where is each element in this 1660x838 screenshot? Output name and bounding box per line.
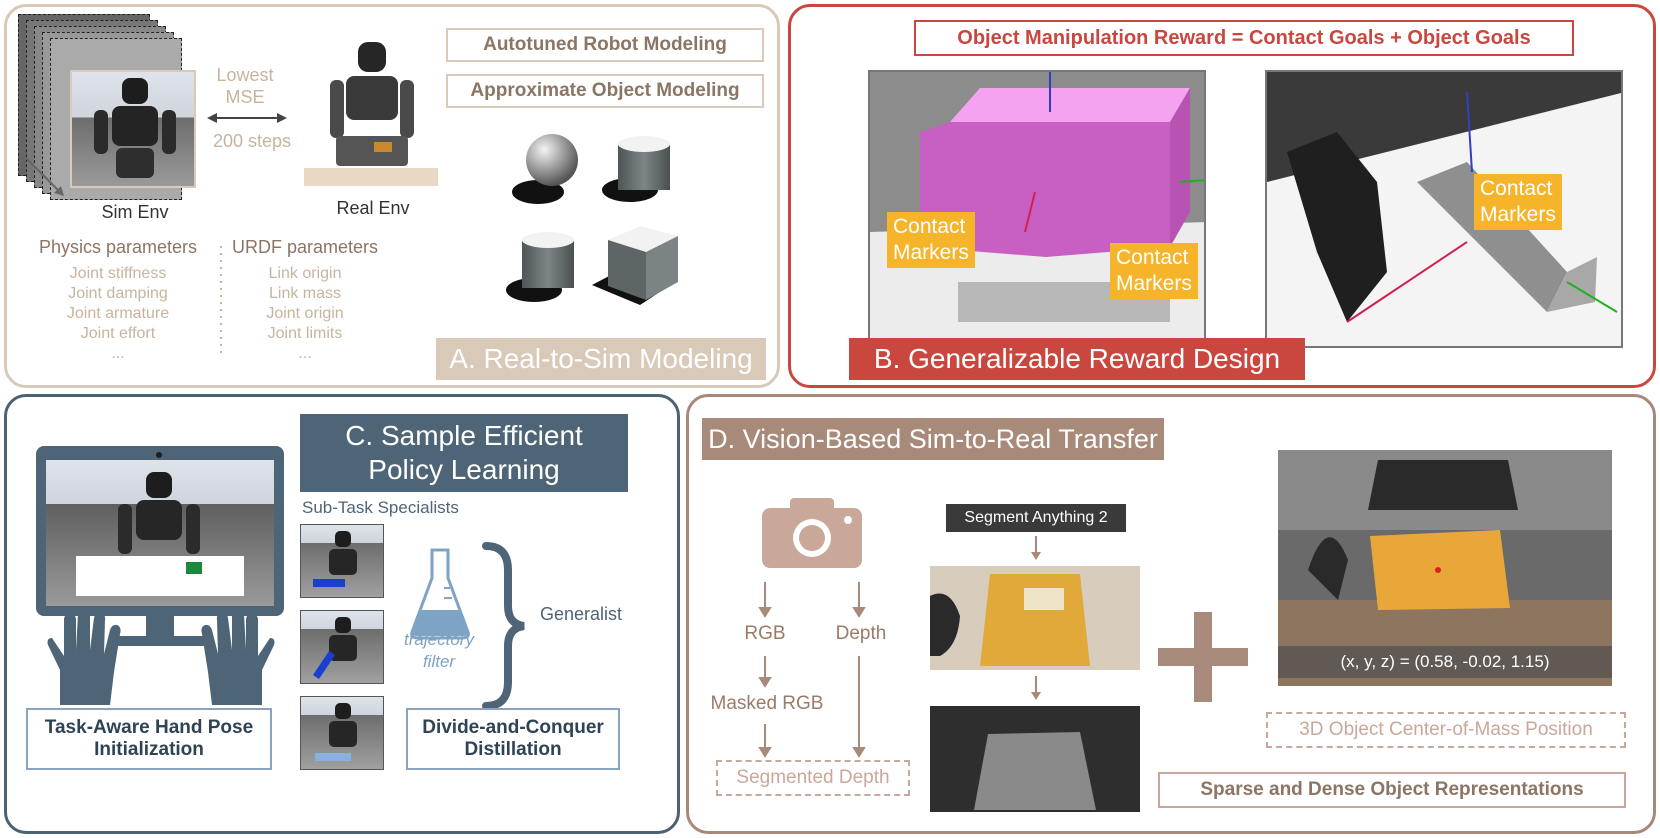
trajectory-filter-label: trajectory filter	[394, 628, 484, 674]
real-robot-figure	[304, 42, 438, 186]
physics-parameters-header: Physics parameters	[38, 236, 198, 257]
contact-label-line: Contact	[1116, 246, 1189, 269]
monitor-robot-scene	[76, 472, 244, 596]
cylinder-shape-bottom	[506, 232, 574, 302]
specialist-thumbnail-1	[300, 524, 384, 598]
physics-item: Joint stiffness	[69, 265, 167, 282]
robot-modeling-box: Autotuned Robot Modeling	[446, 28, 764, 62]
contact-label-line: Markers	[1480, 203, 1556, 226]
specialist-thumbnail-3	[300, 696, 384, 770]
distill-line: Distillation	[464, 739, 562, 760]
cube-shape	[592, 226, 678, 305]
com-position-box: 3D Object Center-of-Mass Position	[1266, 712, 1626, 748]
panel-a-title: A. Real-to-Sim Modeling	[436, 338, 766, 380]
panel-c-title: C. Sample Efficient Policy Learning	[300, 414, 628, 492]
reward-sim-box-image	[868, 70, 1206, 348]
contact-label-line: Contact	[893, 215, 966, 238]
specialist-thumbnail-2	[300, 610, 384, 684]
contact-markers-label: Contact Markers	[1474, 174, 1562, 230]
sam-arrow	[1031, 536, 1041, 560]
reward-equation-box: Object Manipulation Reward = Contact Goa…	[914, 20, 1574, 56]
urdf-item: Joint limits	[267, 325, 343, 342]
contact-label-line: Markers	[1116, 272, 1192, 295]
physics-item: Joint damping	[68, 285, 168, 302]
real-env-label: Real Env	[336, 197, 410, 218]
object-com-image: (x, y, z) = (0.58, -0.02, 1.15)	[1278, 450, 1612, 686]
wall-hand-render	[1267, 72, 1621, 346]
coordinates-overlay: (x, y, z) = (0.58, -0.02, 1.15)	[1278, 646, 1612, 678]
contact-label-line: Contact	[1480, 177, 1553, 200]
primitive-shapes	[506, 134, 678, 305]
physics-item: Joint effort	[80, 325, 156, 342]
flask-icon	[410, 548, 470, 640]
panel-c	[4, 394, 680, 834]
panel-d	[686, 394, 1656, 834]
filter-line: filter	[422, 652, 456, 671]
reward-sim-wall-image	[1265, 70, 1623, 348]
camera-icon	[762, 498, 862, 568]
steps-label: 200 steps	[212, 130, 292, 151]
lowest-label: Lowest	[216, 64, 274, 85]
plus-icon	[1158, 612, 1248, 702]
panel-a	[4, 4, 780, 388]
hand-pose-line: Task-Aware Hand Pose	[44, 717, 254, 738]
mask-arrow	[1031, 676, 1041, 700]
urdf-item: Joint origin	[266, 305, 344, 322]
urdf-item: Link mass	[268, 285, 342, 302]
sam-label: Segment Anything 2	[946, 504, 1126, 532]
filter-line: trajectory	[404, 630, 474, 649]
panel-b	[788, 4, 1656, 388]
distillation-box: Divide-and-Conquer Distillation	[406, 708, 620, 770]
depth-label: Depth	[835, 623, 887, 644]
cylinder-shape-top	[602, 136, 670, 202]
object-modeling-box: Approximate Object Modeling	[446, 74, 764, 108]
physics-item: Joint armature	[66, 305, 170, 322]
panel-d-title: D. Vision-Based Sim-to-Real Transfer	[702, 418, 1164, 460]
physics-parameters-list: Joint stiffness Joint damping Joint arma…	[28, 264, 208, 364]
segmented-rgb-image	[930, 566, 1140, 670]
segmented-depth-box: Segmented Depth	[716, 760, 910, 796]
rgb-label: RGB	[744, 623, 786, 644]
contact-markers-label: Contact Markers	[887, 212, 975, 268]
depth-arrow	[18, 150, 64, 196]
hand-pose-line: Initialization	[94, 739, 204, 760]
specialists-label: Sub-Task Specialists	[302, 498, 459, 517]
panel-c-title-line: C. Sample Efficient	[345, 420, 583, 451]
right-hand-icon	[201, 610, 275, 705]
parameters-divider	[220, 246, 222, 356]
urdf-item: Link origin	[268, 265, 342, 282]
urdf-parameters-list: Link origin Link mass Joint origin Joint…	[230, 264, 380, 364]
urdf-parameters-header: URDF parameters	[231, 236, 379, 257]
panel-c-title-line: Policy Learning	[368, 454, 560, 485]
mse-label: MSE	[225, 86, 265, 107]
segmented-depth-image	[930, 706, 1140, 812]
generalist-brace	[482, 542, 525, 710]
sim-env-label: Sim Env	[101, 201, 169, 222]
contact-label-line: Markers	[893, 241, 969, 264]
pink-box-render	[870, 72, 1204, 346]
sim-robot-figure	[94, 78, 176, 178]
panel-b-title: B. Generalizable Reward Design	[849, 338, 1305, 380]
pipeline-arrows	[758, 582, 866, 758]
physics-item: ...	[111, 345, 125, 362]
left-hand-icon	[47, 610, 121, 705]
monitor-icon	[36, 446, 284, 646]
hand-pose-box: Task-Aware Hand Pose Initialization	[26, 708, 272, 770]
representations-box: Sparse and Dense Object Representations	[1158, 772, 1626, 808]
generalist-label: Generalist	[540, 604, 623, 624]
urdf-item: ...	[298, 345, 312, 362]
distill-line: Divide-and-Conquer	[422, 717, 604, 738]
masked-rgb-label: Masked RGB	[710, 693, 824, 714]
sphere-shape	[512, 134, 578, 204]
compare-arrow	[207, 113, 287, 123]
sim-env-image	[70, 70, 196, 188]
contact-markers-label: Contact Markers	[1110, 243, 1198, 299]
real-env-image	[304, 36, 438, 186]
